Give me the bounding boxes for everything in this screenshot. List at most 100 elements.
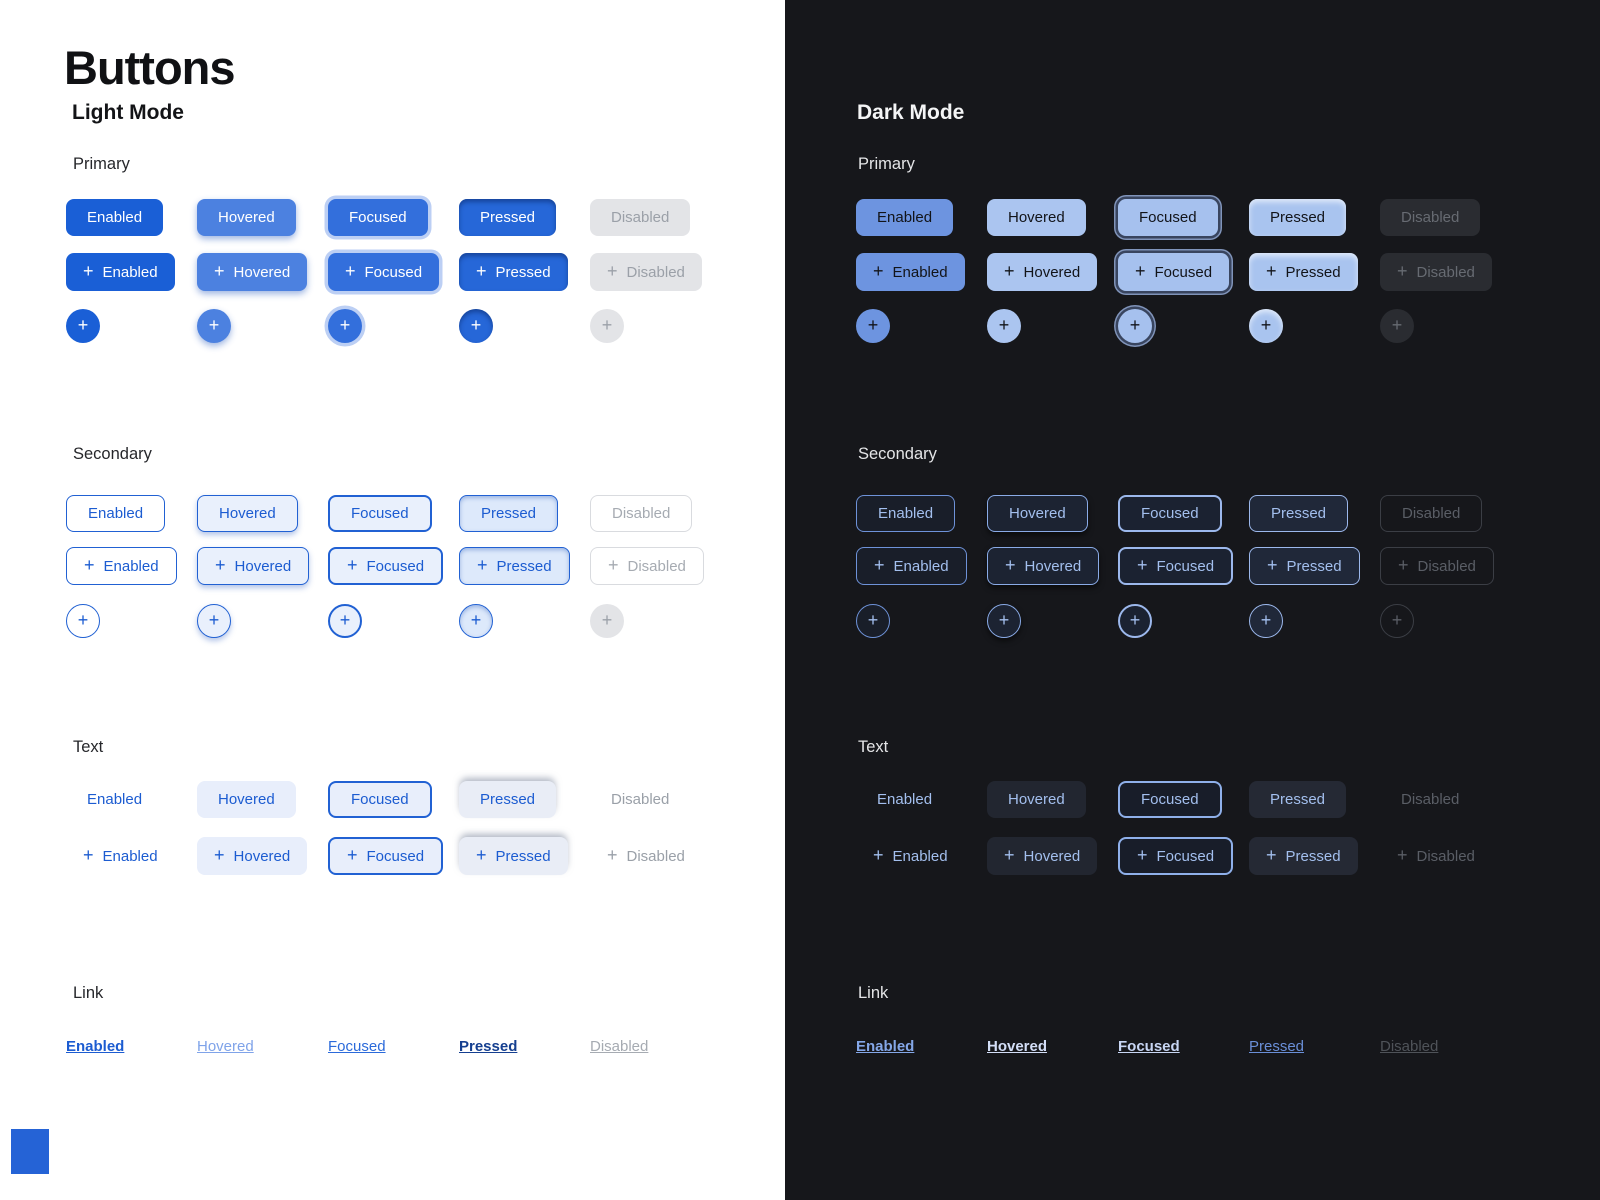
dark-primary-icon-only-pressed-button[interactable]: + xyxy=(1249,309,1283,343)
light-secondary-icon-enabled-button[interactable]: +Enabled xyxy=(66,547,177,585)
plus-icon: + xyxy=(1397,261,1408,281)
dark-text-solid-disabled-button: Disabled xyxy=(1380,781,1480,818)
dark-text-icon-pressed-button[interactable]: +Pressed xyxy=(1249,837,1358,875)
dark-mode-label: Dark Mode xyxy=(857,101,965,124)
light-secondary-solid-enabled-button[interactable]: Enabled xyxy=(66,494,166,532)
dark-secondary-icon-only-enabled-button[interactable]: + xyxy=(856,604,890,638)
plus-icon: + xyxy=(470,315,482,335)
dark-link-focused[interactable]: Focused xyxy=(1118,1037,1180,1055)
light-secondary-solid-focused-button[interactable]: Focused xyxy=(328,494,432,532)
button-label: Focused xyxy=(366,557,425,575)
dark-text-solid-enabled-button[interactable]: Enabled xyxy=(856,781,953,818)
light-secondary-icon-pressed-button[interactable]: +Pressed xyxy=(459,547,570,585)
light-primary-icon-pressed-button[interactable]: +Pressed xyxy=(459,253,568,291)
dark-primary-icon-focused-button[interactable]: +Focused xyxy=(1118,253,1230,291)
light-primary-icon-disabled-button: +Disabled xyxy=(590,253,702,291)
light-link-enabled[interactable]: Enabled xyxy=(66,1037,125,1055)
light-text-icon-focused-button[interactable]: +Focused xyxy=(328,837,444,875)
light-link-pressed[interactable]: Pressed xyxy=(459,1037,518,1055)
light-secondary-icon-only-pressed-button[interactable]: + xyxy=(459,604,493,638)
dark-secondary-solid-hovered-button[interactable]: Hovered xyxy=(987,494,1088,532)
light-primary-icon-only-focused-button[interactable]: + xyxy=(328,309,362,343)
dark-secondary-icon-only-hovered-button[interactable]: + xyxy=(987,604,1021,638)
light-secondary-solid-disabled-button: Disabled xyxy=(590,494,693,532)
plus-icon: + xyxy=(347,845,358,865)
light-primary-icon-focused-button[interactable]: +Focused xyxy=(328,253,440,291)
dark-secondary-solid-pressed-button[interactable]: Pressed xyxy=(1249,494,1349,532)
dark-secondary-icon-hovered-button[interactable]: +Hovered xyxy=(987,547,1100,585)
dark-primary-solid-disabled-button: Disabled xyxy=(1380,198,1481,236)
dark-link-enabled[interactable]: Enabled xyxy=(856,1037,915,1055)
dark-secondary-icon-only-pressed-button[interactable]: + xyxy=(1249,604,1283,638)
light-secondary-icon-focused-button[interactable]: +Focused xyxy=(328,547,444,585)
light-section-label-secondary: Secondary xyxy=(73,445,152,463)
dark-secondary-solid-enabled-button[interactable]: Enabled xyxy=(856,494,956,532)
button-label: Disabled xyxy=(1401,790,1460,808)
light-text-solid-pressed-button[interactable]: Pressed xyxy=(459,780,557,818)
button-label: Pressed xyxy=(481,504,537,522)
light-secondary-solid-pressed-button[interactable]: Pressed xyxy=(459,494,559,532)
button-label: Disabled xyxy=(1417,557,1476,575)
dark-text-solid-pressed-button[interactable]: Pressed xyxy=(1249,780,1347,818)
light-primary-icon-enabled-button[interactable]: +Enabled xyxy=(66,253,175,291)
light-primary-icon-only-hovered-button[interactable]: + xyxy=(197,309,231,343)
button-label: Disabled xyxy=(611,208,670,226)
button-label: Pressed xyxy=(480,208,536,226)
dark-text-icon-focused-button[interactable]: +Focused xyxy=(1118,837,1234,875)
dark-link-pressed[interactable]: Pressed xyxy=(1249,1037,1305,1055)
light-text-icon-hovered-button[interactable]: +Hovered xyxy=(197,837,308,875)
dark-secondary-icon-pressed-button[interactable]: +Pressed xyxy=(1249,547,1360,585)
light-primary-icon-only-pressed-button[interactable]: + xyxy=(459,309,493,343)
light-secondary-icon-only-focused-button[interactable]: + xyxy=(328,604,362,638)
dark-primary-icon-pressed-button[interactable]: +Pressed xyxy=(1249,253,1358,291)
dark-text-icon-hovered-button[interactable]: +Hovered xyxy=(987,837,1098,875)
light-link-hovered[interactable]: Hovered xyxy=(197,1037,254,1055)
dark-secondary-icon-only-focused-button[interactable]: + xyxy=(1118,604,1152,638)
plus-icon: + xyxy=(470,610,482,630)
dark-text-solid-focused-button[interactable]: Focused xyxy=(1118,780,1222,818)
light-secondary-icon-hovered-button[interactable]: +Hovered xyxy=(197,547,310,585)
light-primary-solid-hovered-button[interactable]: Hovered xyxy=(197,198,296,236)
light-text-solid-hovered-button[interactable]: Hovered xyxy=(197,780,296,818)
button-label: Enabled xyxy=(878,504,934,522)
light-text-solid-focused-button[interactable]: Focused xyxy=(328,780,432,818)
dark-primary-icon-hovered-button[interactable]: +Hovered xyxy=(987,253,1098,291)
dark-section-label-text: Text xyxy=(858,738,889,756)
light-primary-solid-disabled-button: Disabled xyxy=(590,198,691,236)
light-text-icon-enabled-button[interactable]: +Enabled xyxy=(66,837,175,875)
light-link-focused[interactable]: Focused xyxy=(328,1037,386,1055)
light-primary-solid-pressed-button[interactable]: Pressed xyxy=(459,198,557,236)
light-primary-icon-hovered-button[interactable]: +Hovered xyxy=(197,253,308,291)
dark-primary-solid-pressed-button[interactable]: Pressed xyxy=(1249,198,1347,236)
dark-primary-solid-hovered-button[interactable]: Hovered xyxy=(987,198,1086,236)
dark-secondary-icon-focused-button[interactable]: +Focused xyxy=(1118,547,1234,585)
dark-primary-icon-only-enabled-button[interactable]: + xyxy=(856,309,890,343)
button-label: Pressed xyxy=(495,847,551,865)
dark-text-icon-disabled-button: +Disabled xyxy=(1380,837,1492,875)
button-label: Pressed xyxy=(1270,208,1326,226)
dark-secondary-solid-focused-button[interactable]: Focused xyxy=(1118,494,1222,532)
light-text-solid-enabled-button[interactable]: Enabled xyxy=(66,781,163,818)
dark-text-icon-enabled-button[interactable]: +Enabled xyxy=(856,837,965,875)
dark-primary-icon-only-focused-button[interactable]: + xyxy=(1118,309,1152,343)
light-secondary-icon-only-hovered-button[interactable]: + xyxy=(197,604,231,638)
button-label: Hovered xyxy=(1024,557,1082,575)
plus-icon: + xyxy=(84,555,95,575)
button-label: Disabled xyxy=(1402,504,1461,522)
dark-secondary-icon-enabled-button[interactable]: +Enabled xyxy=(856,547,967,585)
dark-primary-solid-focused-button[interactable]: Focused xyxy=(1118,198,1218,236)
dark-primary-icon-enabled-button[interactable]: +Enabled xyxy=(856,253,965,291)
dark-primary-icon-only-hovered-button[interactable]: + xyxy=(987,309,1021,343)
dark-link-hovered[interactable]: Hovered xyxy=(987,1037,1048,1055)
button-label: Hovered xyxy=(219,504,276,522)
dark-primary-solid-enabled-button[interactable]: Enabled xyxy=(856,198,954,236)
light-text-icon-pressed-button[interactable]: +Pressed xyxy=(459,837,568,875)
light-primary-solid-enabled-button[interactable]: Enabled xyxy=(66,198,164,236)
light-secondary-solid-hovered-button[interactable]: Hovered xyxy=(197,494,298,532)
light-primary-solid-focused-button[interactable]: Focused xyxy=(328,198,428,236)
light-secondary-icon-only-enabled-button[interactable]: + xyxy=(66,604,100,638)
dark-text-solid-hovered-button[interactable]: Hovered xyxy=(987,780,1086,818)
light-primary-icon-only-enabled-button[interactable]: + xyxy=(66,309,100,343)
